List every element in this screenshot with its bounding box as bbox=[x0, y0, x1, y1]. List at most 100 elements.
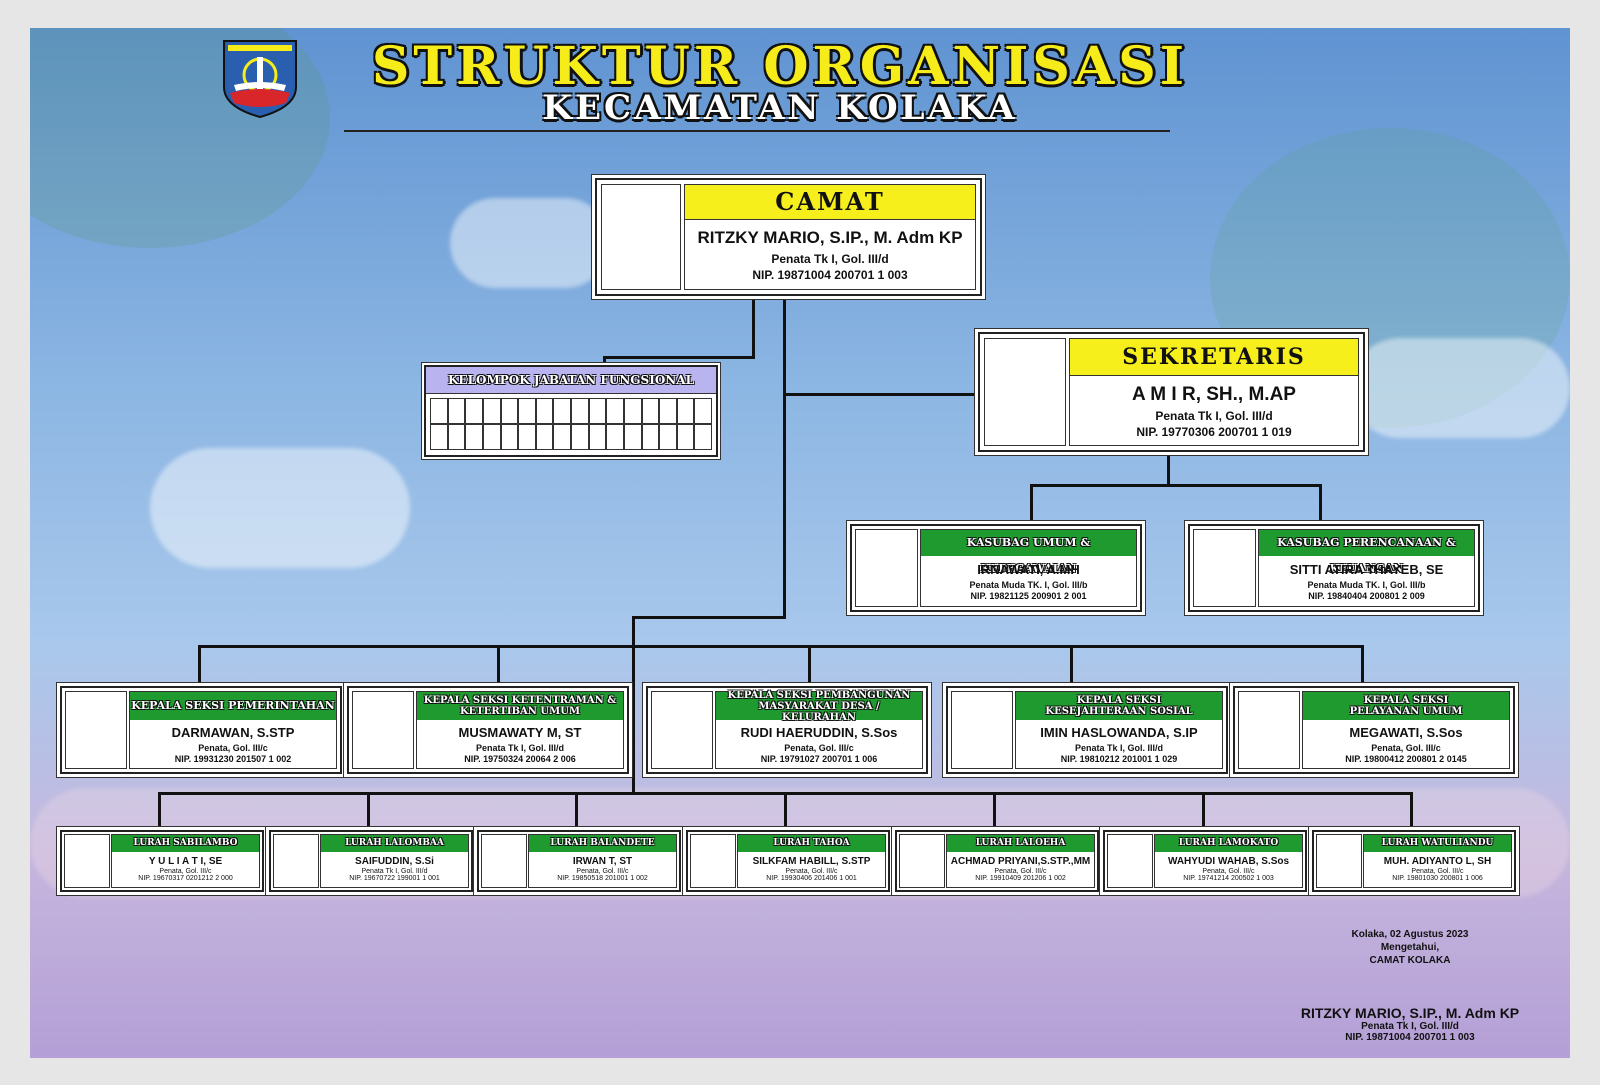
sekretaris-box: SEKRETARIS A M I R, SH., M.AP Penata Tk … bbox=[978, 332, 1365, 452]
lurah-position: LURAH BALANDETE bbox=[529, 835, 676, 852]
kasubag-box: KASUBAG PERENCANAAN & KEUANGAN SITTI ATI… bbox=[1188, 524, 1480, 612]
connector-line bbox=[1319, 484, 1322, 522]
seksi-nip: NIP. 19931230 201507 1 002 bbox=[174, 754, 292, 764]
lurah-box: LURAH TAHOA SILKFAM HABILL, S.STP Penata… bbox=[686, 830, 890, 892]
sekretaris-nip: NIP. 19770306 200701 1 019 bbox=[1136, 425, 1292, 439]
kasubag-box: KASUBAG UMUM & KEPEGAWAIAN IRNAWATI, A.M… bbox=[850, 524, 1142, 612]
lurah-rank: Penata, Gol. III/c bbox=[159, 868, 212, 875]
connector-line bbox=[783, 294, 786, 618]
photo-placeholder bbox=[1193, 529, 1256, 607]
seksi-rank: Penata, Gol. III/c bbox=[198, 743, 268, 753]
background-cloud bbox=[450, 198, 610, 288]
lurah-nip: NIP. 19850518 201001 1 002 bbox=[557, 875, 648, 882]
page-subtitle: KECAMATAN KOLAKA bbox=[542, 88, 1018, 128]
sekretaris-name: A M I R, SH., M.AP bbox=[1132, 384, 1296, 405]
kasubag-nip: NIP. 19821125 200901 2 001 bbox=[970, 591, 1087, 601]
sekretaris-position: SEKRETARIS bbox=[1070, 339, 1358, 376]
connector-line bbox=[783, 393, 976, 396]
connector-line bbox=[497, 645, 500, 685]
sekretaris-rank: Penata Tk I, Gol. III/d bbox=[1155, 409, 1273, 423]
camat-name: RITZKY MARIO, S.IP., M. Adm KP bbox=[697, 228, 963, 247]
lurah-box: LURAH SABILAMBO Y U L I A T I, SE Penata… bbox=[60, 830, 264, 892]
photo-placeholder bbox=[352, 691, 414, 769]
lurah-position: LURAH TAHOA bbox=[738, 835, 885, 852]
signature-rank: Penata Tk I, Gol. III/d bbox=[1361, 1021, 1459, 1032]
lurah-rank: Penata, Gol. III/c bbox=[576, 868, 629, 875]
camat-info: CAMAT RITZKY MARIO, S.IP., M. Adm KP Pen… bbox=[684, 184, 976, 290]
photo-placeholder bbox=[64, 834, 110, 888]
camat-box: CAMAT RITZKY MARIO, S.IP., M. Adm KP Pen… bbox=[595, 178, 982, 296]
lurah-position: LURAH LALOMBAA bbox=[321, 835, 468, 852]
photo-placeholder bbox=[1238, 691, 1300, 769]
connector-line bbox=[198, 645, 201, 685]
kasubag-position: KASUBAG UMUM & KEPEGAWAIAN bbox=[921, 530, 1136, 575]
connector-line bbox=[1167, 450, 1170, 486]
seksi-name: DARMAWAN, S.STP bbox=[171, 725, 295, 740]
kasubag-nip: NIP. 19840404 200801 2 009 bbox=[1308, 591, 1425, 601]
connector-line bbox=[1202, 792, 1205, 828]
kolaka-emblem-icon bbox=[223, 40, 297, 119]
lurah-nip: NIP. 19670317 0201212 2 000 bbox=[138, 875, 233, 882]
seksi-position: KEPALA SEKSI KESEJAHTERAAN SOSIAL bbox=[1016, 692, 1222, 720]
signature-header: Kolaka, 02 Agustus 2023 Mengetahui, CAMA… bbox=[1300, 928, 1520, 967]
title-divider bbox=[344, 130, 1170, 132]
kasubag-rank: Penata Muda TK. I, Gol. III/b bbox=[1307, 580, 1426, 590]
photo-placeholder bbox=[1316, 834, 1362, 888]
seksi-box: KEPALA SEKSI PEMERINTAHAN DARMAWAN, S.ST… bbox=[60, 686, 342, 774]
seksi-position: KEPALA SEKSI PEMERINTAHAN bbox=[130, 692, 336, 720]
lurah-box: LURAH WATULIANDU MUH. ADIYANTO L, SH Pen… bbox=[1312, 830, 1516, 892]
connector-line bbox=[1030, 484, 1322, 487]
seksi-info: KEPALA SEKSI PEMERINTAHAN DARMAWAN, S.ST… bbox=[129, 691, 337, 769]
connector-line bbox=[158, 792, 161, 828]
signature-footer: RITZKY MARIO, S.IP., M. Adm KP Penata Tk… bbox=[1270, 1005, 1550, 1043]
seksi-rank: Penata, Gol. III/c bbox=[1371, 743, 1441, 753]
lurah-name: ACHMAD PRIYANI,S.STP.,MM bbox=[950, 856, 1091, 867]
seksi-box: KEPALA SEKSI KESEJAHTERAAN SOSIAL IMIN H… bbox=[946, 686, 1228, 774]
fungsional-title: KELOMPOK JABATAN FUNGSIONAL bbox=[426, 367, 716, 394]
kasubag-position: KASUBAG PERENCANAAN & KEUANGAN bbox=[1259, 530, 1474, 575]
lurah-name: SILKFAM HABILL, S.STP bbox=[752, 856, 871, 867]
connector-line bbox=[1070, 645, 1073, 685]
seksi-rank: Penata, Gol. III/c bbox=[784, 743, 854, 753]
photo-placeholder bbox=[690, 834, 736, 888]
lurah-nip: NIP. 19670722 199001 1 001 bbox=[349, 875, 440, 882]
signature-place-date: Kolaka, 02 Agustus 2023 bbox=[1351, 929, 1469, 940]
lurah-box: LURAH LAMOKATO WAHYUDI WAHAB, S.Sos Pena… bbox=[1103, 830, 1307, 892]
photo-placeholder bbox=[899, 834, 945, 888]
photo-placeholder bbox=[855, 529, 918, 607]
connector-line bbox=[1410, 792, 1413, 828]
signature-known: Mengetahui, bbox=[1380, 942, 1440, 953]
lurah-nip: NIP. 19741214 200502 1 003 bbox=[1183, 875, 1274, 882]
lurah-rank: Penata, Gol. III/c bbox=[1411, 868, 1464, 875]
sekretaris-info: SEKRETARIS A M I R, SH., M.AP Penata Tk … bbox=[1069, 338, 1359, 446]
connector-line bbox=[603, 356, 755, 359]
lurah-info: LURAH SABILAMBO Y U L I A T I, SE Penata… bbox=[111, 834, 260, 888]
lurah-info: LURAH WATULIANDU MUH. ADIYANTO L, SH Pen… bbox=[1363, 834, 1512, 888]
connector-line bbox=[1030, 484, 1033, 522]
connector-line bbox=[1361, 645, 1364, 685]
seksi-info: KEPALA SEKSI PELAYANAN UMUM MEGAWATI, S.… bbox=[1302, 691, 1510, 769]
seksi-nip: NIP. 19810212 201001 1 029 bbox=[1060, 754, 1178, 764]
signature-nip: NIP. 19871004 200701 1 003 bbox=[1345, 1032, 1475, 1043]
lurah-info: LURAH TAHOA SILKFAM HABILL, S.STP Penata… bbox=[737, 834, 886, 888]
connector-line bbox=[632, 616, 635, 794]
background-cloud bbox=[150, 448, 410, 568]
signature-name: RITZKY MARIO, S.IP., M. Adm KP bbox=[1300, 1005, 1520, 1021]
seksi-position: KEPALA SEKSI PEMBANGUNAN MASYARAKAT DESA… bbox=[716, 690, 922, 723]
seksi-name: RUDI HAERUDDIN, S.Sos bbox=[740, 725, 898, 740]
seksi-name: MUSMAWATY M, ST bbox=[458, 725, 582, 740]
lurah-position: LURAH LAMOKATO bbox=[1155, 835, 1302, 852]
seksi-box: KEPALA SEKSI PELAYANAN UMUM MEGAWATI, S.… bbox=[1233, 686, 1515, 774]
connector-line bbox=[198, 645, 1364, 648]
lurah-info: LURAH LALOEHA ACHMAD PRIYANI,S.STP.,MM P… bbox=[946, 834, 1095, 888]
kasubag-info: KASUBAG UMUM & KEPEGAWAIAN IRNAWATI, A.M… bbox=[920, 529, 1137, 607]
lurah-rank: Penata Tk I, Gol. III/d bbox=[361, 868, 428, 875]
lurah-name: WAHYUDI WAHAB, S.Sos bbox=[1167, 856, 1290, 867]
kasubag-rank: Penata Muda TK. I, Gol. III/b bbox=[969, 580, 1088, 590]
lurah-position: LURAH SABILAMBO bbox=[112, 835, 259, 852]
seksi-info: KEPALA SEKSI KESEJAHTERAAN SOSIAL IMIN H… bbox=[1015, 691, 1223, 769]
seksi-box: KEPALA SEKSI PEMBANGUNAN MASYARAKAT DESA… bbox=[646, 686, 928, 774]
fungsional-box: KELOMPOK JABATAN FUNGSIONAL bbox=[424, 365, 718, 457]
lurah-position: LURAH WATULIANDU bbox=[1364, 835, 1511, 852]
lurah-box: LURAH BALANDETE IRWAN T, ST Penata, Gol.… bbox=[477, 830, 681, 892]
